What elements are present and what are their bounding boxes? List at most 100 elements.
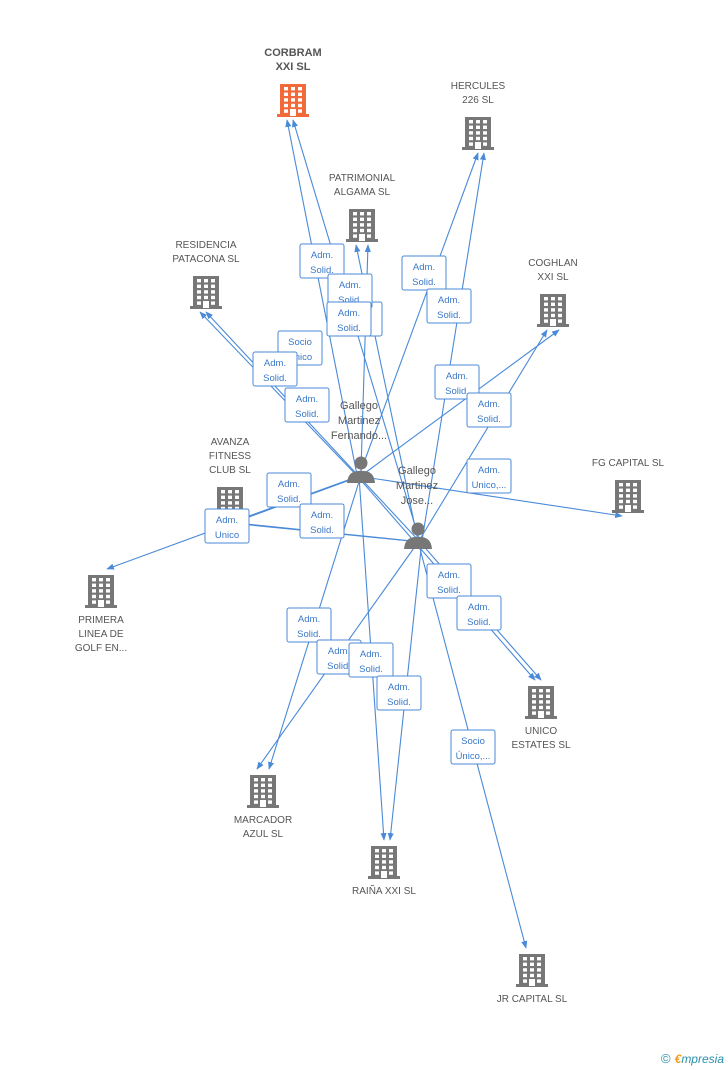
relation-label-line: Solid. xyxy=(445,386,469,397)
relation-label[interactable]: Adm.Solid. xyxy=(426,563,472,599)
company-label-line: CORBRAM xyxy=(264,47,321,59)
relation-edge xyxy=(417,329,548,543)
relation-labels-layer: Adm. Solid. Adm. Solid. Adm. Solid. Adm. Solid.… xyxy=(204,243,512,765)
relation-label-line: Único xyxy=(288,352,312,363)
relation-label[interactable]: Adm.Unico xyxy=(204,508,250,544)
person-label-line: Martinez xyxy=(338,415,380,427)
relation-label[interactable]: Adm.Solid. xyxy=(286,607,332,643)
company-label-line: PATACONA SL xyxy=(172,254,240,265)
building-icon xyxy=(85,575,117,608)
relation-label-line: Solid. xyxy=(338,295,362,306)
company-node-fgcapital[interactable]: FG CAPITAL SL xyxy=(592,458,665,513)
relation-label-line: Adm. xyxy=(388,682,410,693)
relation-label-line: Adm. xyxy=(264,358,286,369)
building-icon xyxy=(346,209,378,242)
company-label-line: MARCADOR xyxy=(234,815,292,826)
relation-label-line: Adm. xyxy=(311,510,333,521)
building-icon xyxy=(525,686,557,719)
nodes-layer: CORBRAM XXI SL HERCULES 226 SL PATRIMONIAL AL… xyxy=(75,47,665,1005)
company-node-marcador[interactable]: MARCADOR AZUL SL xyxy=(234,775,292,840)
relation-label[interactable]: Adm. Unico,... xyxy=(466,458,512,494)
person-label-line: Gallego xyxy=(340,400,378,412)
relation-label-line: Solid. xyxy=(467,617,491,628)
company-label-line: FITNESS xyxy=(209,451,252,462)
relation-label-line: Solid. xyxy=(277,494,301,505)
relation-label[interactable]: SocioÚnico,... xyxy=(450,729,496,765)
relation-label[interactable]: Adm.Solid. xyxy=(299,503,345,539)
relation-label-line: Solid. xyxy=(337,323,361,334)
relation-label-line: Adm. xyxy=(338,308,360,319)
company-label-line: RAIÑA XXI SL xyxy=(352,884,416,897)
brand-name: mpresia xyxy=(681,1052,724,1066)
person-node-jose[interactable] xyxy=(404,522,432,550)
company-node-corbram[interactable]: CORBRAM XXI SL xyxy=(264,47,322,117)
relation-label-line: Adm. xyxy=(446,371,468,382)
relation-label-line: Adm. xyxy=(413,262,435,273)
company-label-line: PATRIMONIAL xyxy=(329,173,396,184)
relation-label-line: Adm. xyxy=(216,515,238,526)
building-icon xyxy=(612,480,644,513)
person-node-fernando[interactable] xyxy=(347,456,375,484)
company-label-line: AVANZA xyxy=(211,437,250,448)
relation-label-line: Adm. xyxy=(311,250,333,261)
relation-label-line: Adm. xyxy=(478,465,500,476)
relation-label-line: Solid. xyxy=(412,277,436,288)
relation-label-line: Unico,... xyxy=(472,480,507,491)
company-label-line: XXI SL xyxy=(276,61,311,73)
relation-label-line: Adm. xyxy=(278,479,300,490)
relation-edge xyxy=(199,311,358,477)
relation-label[interactable]: Adm.Solid. xyxy=(426,288,472,324)
company-node-raina[interactable]: RAIÑA XXI SL xyxy=(352,846,416,897)
person-label-line: Martinez xyxy=(396,480,438,492)
relation-label-line: Adm. xyxy=(328,646,350,657)
empresia-brand[interactable]: ©€mpresia xyxy=(661,1051,724,1066)
company-node-patrimonial[interactable]: PATRIMONIAL ALGAMA SL xyxy=(329,173,396,242)
company-node-hercules[interactable]: HERCULES 226 SL xyxy=(451,81,506,150)
relation-label-line: Solid. xyxy=(327,661,351,672)
company-label-line: HERCULES xyxy=(451,81,506,92)
relation-label[interactable]: Adm. Solid. xyxy=(401,255,447,291)
relation-label-line: Único,... xyxy=(456,751,491,762)
relation-label[interactable]: Adm. Solid. xyxy=(456,595,502,631)
building-icon xyxy=(516,954,548,987)
company-label-line: ALGAMA SL xyxy=(334,187,391,198)
company-label-line: LINEA DE xyxy=(78,629,123,640)
company-node-jrcapital[interactable]: JR CAPITAL SL xyxy=(497,954,568,1005)
company-label-line: 226 SL xyxy=(462,95,494,106)
relation-label-line: Solid. xyxy=(387,697,411,708)
company-label-line: PRIMERA xyxy=(78,615,124,626)
relation-edge xyxy=(357,475,623,519)
relation-label-line: Solid. xyxy=(477,414,501,425)
person-icon xyxy=(404,522,432,549)
company-label-line: XXI SL xyxy=(537,272,569,283)
relation-label-line: Solid. xyxy=(359,664,383,675)
relation-label-line: Adm. xyxy=(360,649,382,660)
relation-label[interactable]: Adm.Solid. xyxy=(284,387,330,423)
relation-label-line: Solid. xyxy=(295,409,319,420)
relation-label-line: Solid. xyxy=(263,373,287,384)
person-label-line: Gallego xyxy=(398,465,436,477)
relation-label-line: Adm. xyxy=(468,602,490,613)
person-icon xyxy=(347,456,375,483)
building-icon xyxy=(462,117,494,150)
relation-label-line: Solid. xyxy=(297,629,321,640)
company-label-line: ESTATES SL xyxy=(511,740,571,751)
relation-label[interactable]: Adm. Solid. xyxy=(434,364,480,400)
relation-label-line: Socio xyxy=(461,736,485,747)
relation-label-line: Adm. xyxy=(438,570,460,581)
relation-label[interactable]: Adm. Solid. xyxy=(376,675,422,711)
relation-label[interactable]: Adm. Solid. xyxy=(266,472,312,508)
relation-label[interactable]: Adm. Solid. xyxy=(252,351,298,387)
relation-label[interactable]: Adm.Solid. xyxy=(299,243,345,279)
relation-label[interactable]: Adm.Solid. xyxy=(466,392,512,428)
building-icon xyxy=(537,294,569,327)
company-label-line: AZUL SL xyxy=(243,829,284,840)
relation-label[interactable]: Adm. Solid. xyxy=(326,301,372,337)
relation-label[interactable]: Adm. Solid. xyxy=(348,642,394,678)
